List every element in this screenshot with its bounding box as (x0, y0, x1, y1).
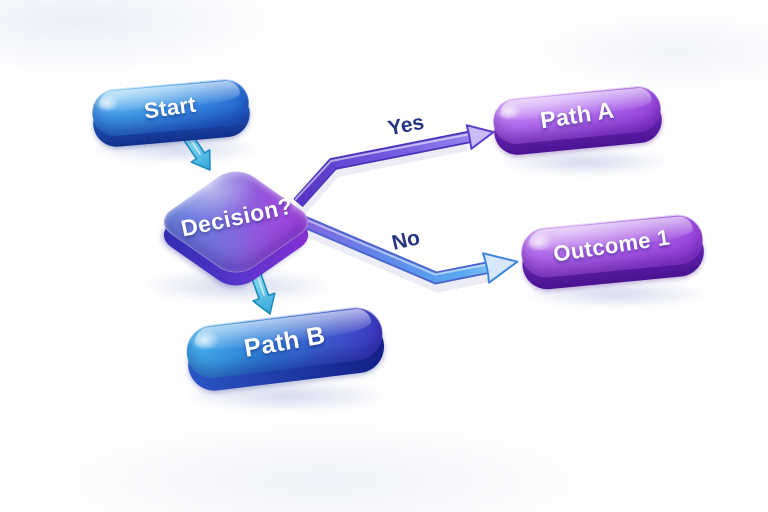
no-shaft-glint (293, 213, 486, 276)
edge-no-arrow (292, 212, 519, 285)
yes-shaft (294, 132, 470, 207)
no-arrow-shadow (294, 220, 489, 293)
path-b-label: Path B (241, 321, 328, 363)
edge-yes-arrow (293, 124, 495, 208)
yes-shaft-glint (295, 133, 469, 200)
no-shaft (293, 213, 487, 283)
start-label: Start (142, 90, 198, 124)
no-arrowhead-icon (482, 252, 519, 284)
yes-arrowhead-icon (465, 124, 495, 150)
path-a-label: Path A (538, 96, 616, 133)
outcome-1-label: Outcome 1 (552, 224, 672, 267)
